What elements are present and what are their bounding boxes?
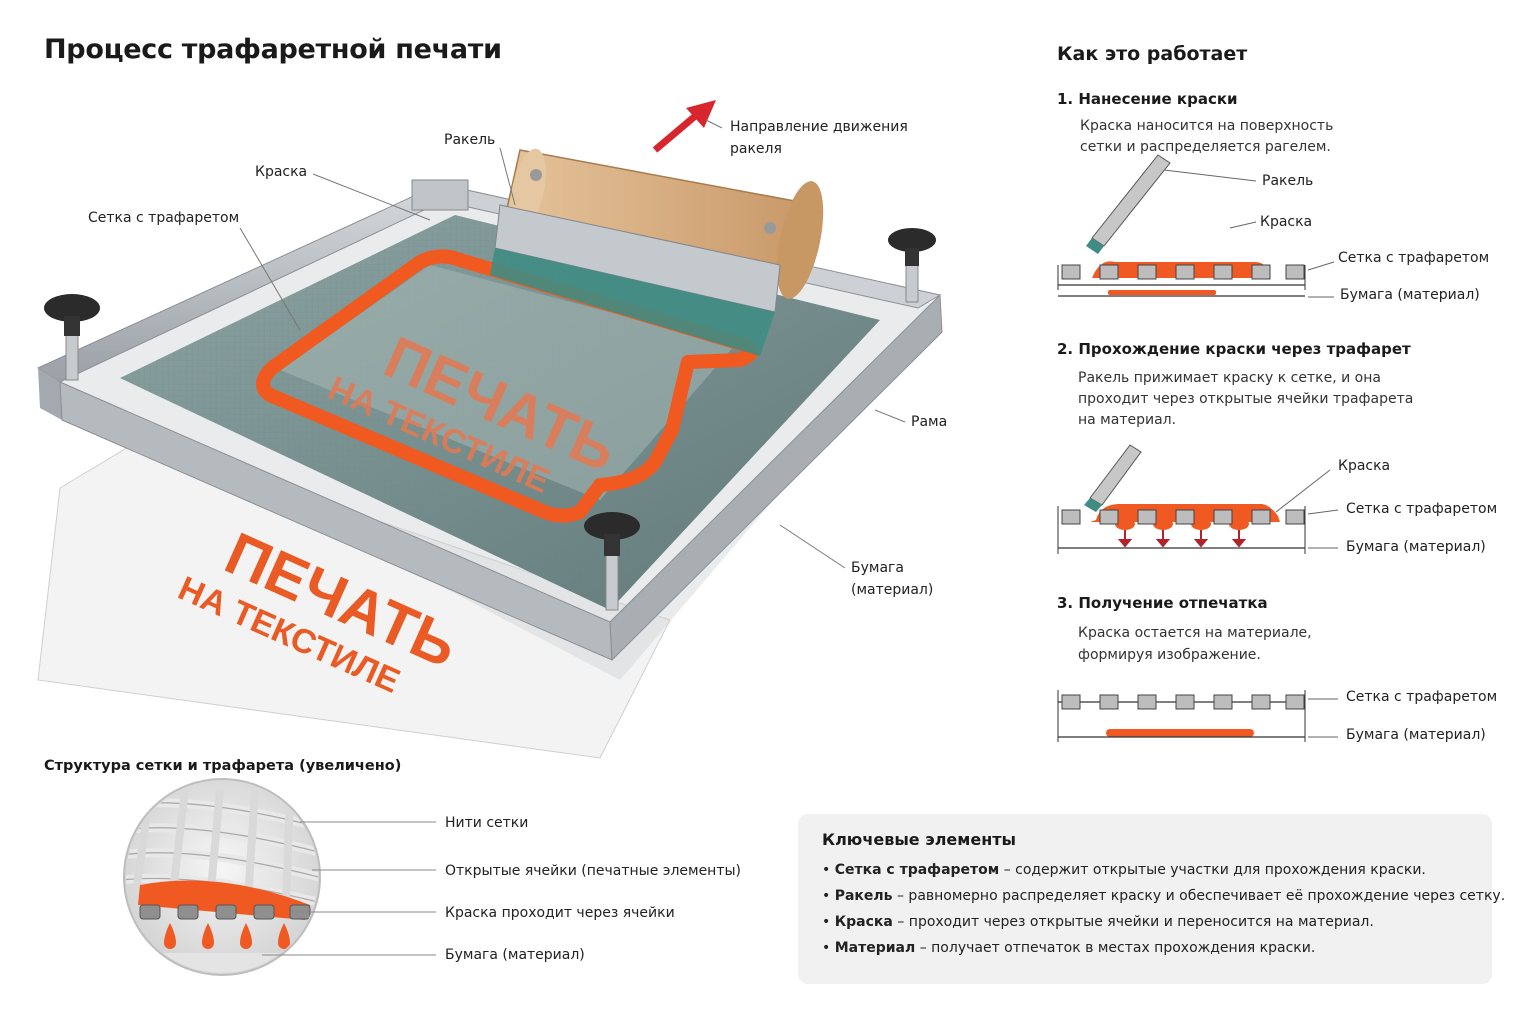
label-direction-line1: Направление движения [730,119,908,135]
step3-desc-line2: формируя изображение. [1078,647,1261,663]
step2-schematic [1057,444,1339,554]
key-item-ink: • Краска – проходит через открытые ячейк… [822,914,1374,930]
step3-title: 3. Получение отпечатка [1057,594,1268,612]
step3-schematic [1057,690,1338,742]
key-elements-heading: Ключевые элементы [822,830,1016,849]
step2-label-paper: Бумага (материал) [1346,539,1486,555]
step1-desc-line1: Краска наносится на поверхность [1080,118,1334,134]
step3-desc-line1: Краска остается на материале, [1078,625,1312,641]
magnified-leader-lines [262,821,436,956]
mesh-magnified-circle [123,778,321,976]
label-squeegee: Ракель [444,132,496,148]
magnified-title: Структура сетки и трафарета (увеличено) [44,758,402,774]
how-it-works-heading: Как это работает [1057,43,1248,65]
key-item-material: • Материал – получает отпечаток в местах… [822,940,1316,956]
page-title: Процесс трафаретной печати [44,34,502,65]
ink-bead [256,249,759,523]
step2-title: 2. Прохождение краски через трафарет [1057,340,1411,358]
key-item-mesh: • Сетка с трафаретом – содержит открытые… [822,862,1426,878]
step1-label-mesh: Сетка с трафаретом [1338,250,1490,266]
mag-label-open-cells: Открытые ячейки (печатные элементы) [445,863,742,879]
step1-schematic [1057,154,1335,298]
squeegee [490,148,824,356]
mag-label-threads: Нити сетки [445,815,529,831]
step1-label-paper: Бумага (материал) [1340,287,1480,303]
label-frame: Рама [911,414,948,430]
step2-desc-line1: Ракель прижимает краску к сетке, и она [1078,370,1381,386]
label-paper-line2: (материал) [851,582,934,598]
label-ink: Краска [255,164,308,180]
step2-desc-line2: проходит через открытые ячейки трафарета [1078,391,1414,407]
label-mesh-stencil: Сетка с трафаретом [88,210,240,226]
direction-arrow [652,100,716,153]
key-elements-panel [798,814,1492,984]
mag-label-ink-through: Краска проходит через ячейки [445,905,675,921]
leader-lines [239,119,906,569]
step2-label-mesh: Сетка с трафаретом [1346,501,1498,517]
step1-label-squeegee: Ракель [1262,173,1314,189]
step2-label-ink: Краска [1338,458,1391,474]
step3-label-mesh: Сетка с трафаретом [1346,689,1498,705]
label-direction-line2: ракеля [730,141,782,157]
step2-desc-line3: на материал. [1078,412,1177,428]
mag-label-paper: Бумага (материал) [445,947,585,963]
step1-desc-line2: сетки и распределяется рагелем. [1080,139,1331,155]
step1-label-ink: Краска [1260,214,1313,230]
clamp-knobs [44,179,936,611]
step3-label-paper: Бумага (материал) [1346,727,1486,743]
label-paper-line1: Бумага [851,560,904,576]
step1-title: 1. Нанесение краски [1057,90,1238,108]
key-item-squeegee: • Ракель – равномерно распределяет краск… [822,888,1506,904]
